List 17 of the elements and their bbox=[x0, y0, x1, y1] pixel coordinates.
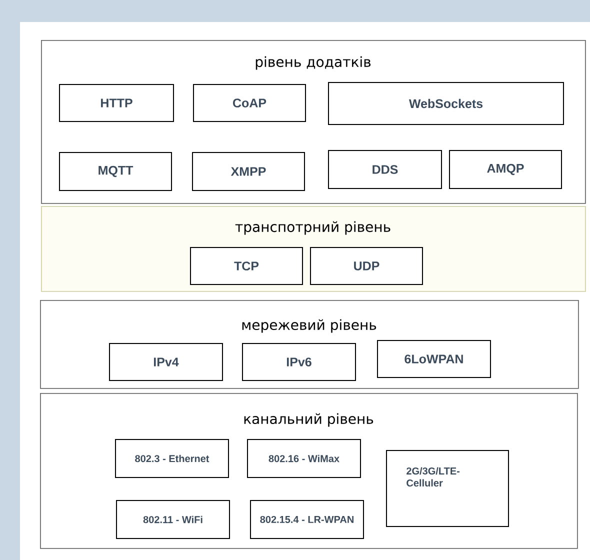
protocol-box: XMPP bbox=[192, 152, 305, 191]
protocol-box: 802.15.4 - LR-WPAN bbox=[250, 500, 364, 539]
protocol-box: WebSockets bbox=[328, 82, 564, 125]
protocol-box: 802.16 - WiMax bbox=[247, 439, 361, 478]
protocol-box: 2G/3G/LTE- Celluler bbox=[386, 450, 509, 527]
protocol-box: HTTP bbox=[59, 84, 174, 122]
protocol-box: 802.11 - WiFi bbox=[116, 500, 230, 539]
protocol-box: UDP bbox=[310, 247, 423, 285]
protocol-box: TCP bbox=[190, 247, 303, 285]
protocol-box: 6LoWPAN bbox=[377, 340, 491, 378]
protocol-box: CoAP bbox=[193, 84, 306, 122]
protocol-box: IPv6 bbox=[242, 343, 356, 381]
protocol-box: 802.3 - Ethernet bbox=[115, 439, 229, 478]
protocol-box: IPv4 bbox=[109, 343, 223, 381]
protocol-box: AMQP bbox=[449, 150, 562, 189]
protocol-box: DDS bbox=[328, 150, 442, 189]
protocol-box: MQTT bbox=[59, 152, 172, 191]
